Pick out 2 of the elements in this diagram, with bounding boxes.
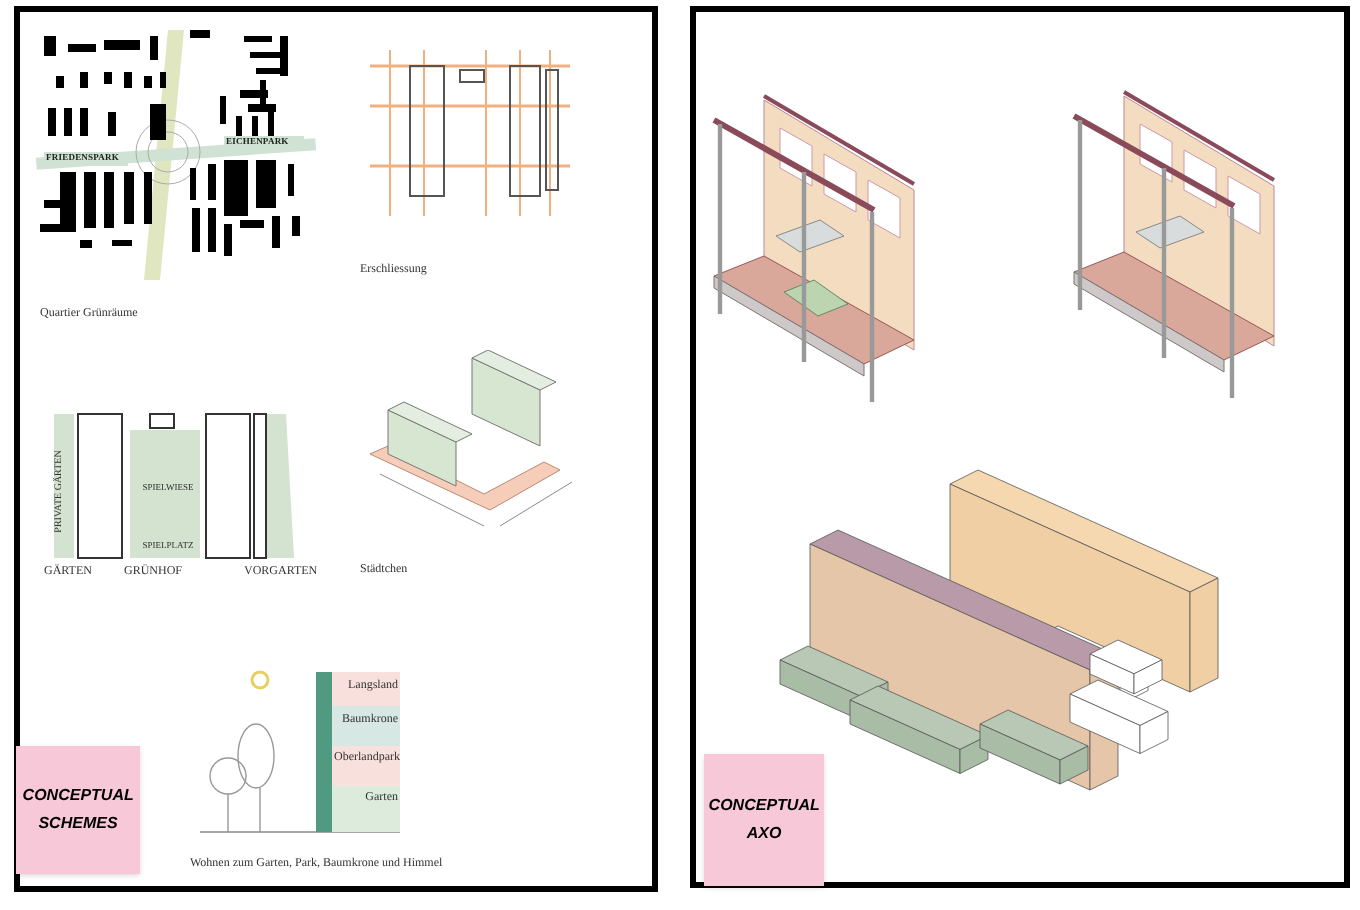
sticky-note: CONCEPTUAL SCHEMES [16, 746, 140, 874]
sticky-note: CONCEPTUAL AXO [704, 754, 824, 886]
